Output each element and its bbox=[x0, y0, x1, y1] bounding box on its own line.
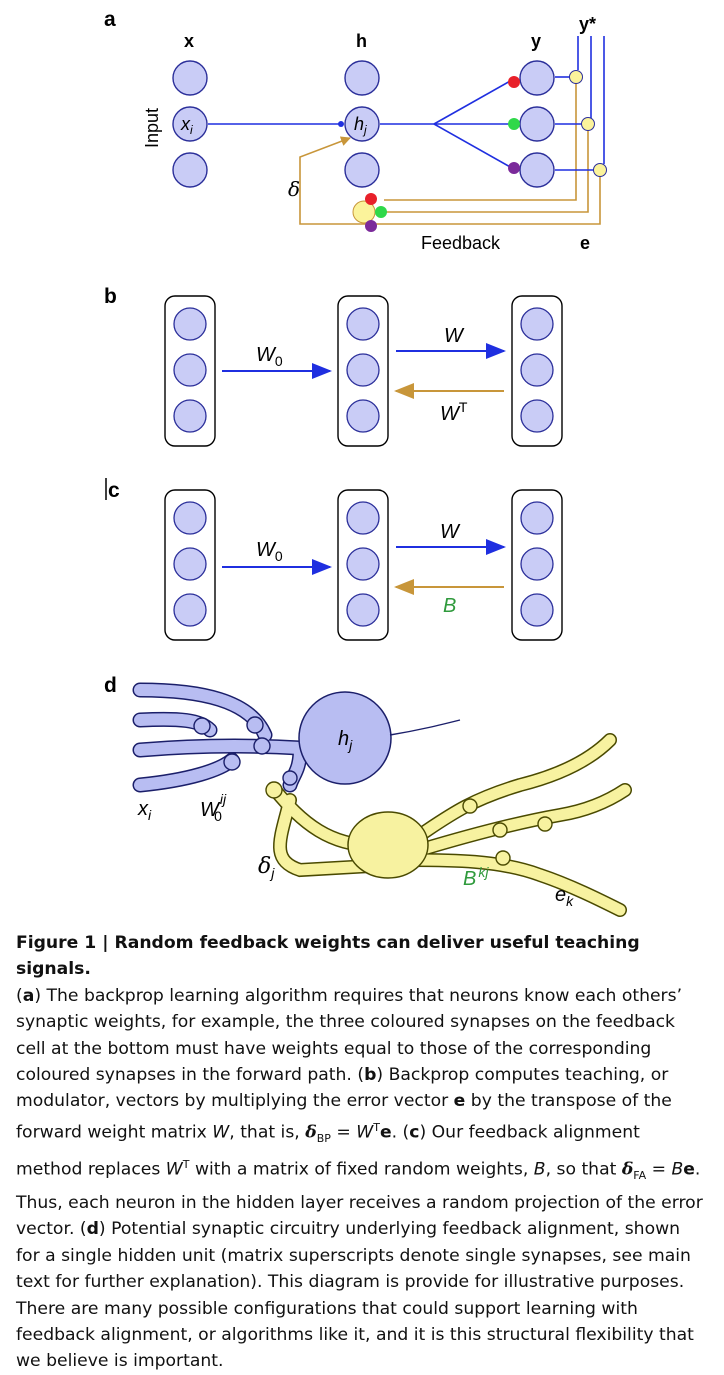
feedback-boutons bbox=[265, 781, 553, 866]
neuron-xi bbox=[172, 106, 208, 142]
w-label-b: W bbox=[444, 325, 465, 347]
caption-d: Potential synaptic circuitry underlying … bbox=[16, 1219, 694, 1372]
neuron-y3 bbox=[519, 152, 555, 188]
caption-c4: = bbox=[646, 1160, 672, 1181]
caption-b-w2: W bbox=[356, 1122, 374, 1143]
col-y-label: y bbox=[531, 31, 541, 51]
input-label: Input bbox=[142, 108, 162, 148]
layer-y bbox=[519, 60, 555, 188]
synapse-green-forward bbox=[508, 118, 520, 130]
feedback-neuron-body bbox=[347, 811, 429, 879]
feedback-lines bbox=[299, 77, 601, 225]
target-lines bbox=[555, 36, 605, 171]
forward-neuron-dendrites bbox=[132, 682, 308, 793]
panel-c: c W0 W B bbox=[105, 478, 563, 641]
synapse-green-feedback bbox=[375, 206, 387, 218]
panel-b-label: b bbox=[104, 285, 117, 308]
node-xi-label: xi bbox=[180, 114, 193, 137]
caption-b1: Backprop computes teaching, or modulator… bbox=[16, 1065, 669, 1112]
caption-b-w: W bbox=[212, 1122, 230, 1143]
caption-c5: . Thus, each neuron in the hidden layer … bbox=[16, 1160, 703, 1240]
figure-1-diagram: a x h y y* Input bbox=[104, 8, 632, 917]
neuron-y2 bbox=[519, 106, 555, 142]
caption-tag-c: c bbox=[409, 1122, 420, 1143]
caption-title: Figure 1 | Random feedback weights can d… bbox=[16, 933, 640, 980]
node-hj-label: hj bbox=[354, 114, 367, 137]
caption-text: Figure 1 | Random feedback weights can d… bbox=[16, 933, 703, 1372]
synapse-red-forward bbox=[508, 76, 520, 88]
layer-h bbox=[344, 60, 380, 188]
caption-c3: , so that bbox=[545, 1160, 622, 1181]
comparator-3 bbox=[593, 163, 607, 177]
caption-c-fa: FA bbox=[633, 1169, 647, 1183]
synapse-red-feedback bbox=[365, 193, 377, 205]
caption-b-t: T bbox=[373, 1120, 380, 1134]
axon-out bbox=[389, 719, 461, 736]
forward-boutons bbox=[193, 716, 298, 786]
col-x-label: x bbox=[184, 31, 194, 51]
neuron-x3 bbox=[172, 152, 208, 188]
caption-b2: by the transpose of the forward weight m… bbox=[16, 1091, 672, 1143]
caption-c-delta: δ bbox=[621, 1160, 634, 1181]
layer-x bbox=[172, 60, 208, 188]
caption-b4: = bbox=[330, 1122, 357, 1143]
caption-tag-a: a bbox=[22, 985, 35, 1006]
w0-label-b: W0 bbox=[256, 344, 283, 369]
comparator-1 bbox=[569, 70, 583, 84]
synapse-purple-forward bbox=[508, 162, 520, 174]
caption-c-e: e bbox=[683, 1160, 695, 1181]
neuron-hj bbox=[344, 106, 380, 142]
forward-synapse-dot bbox=[338, 121, 344, 127]
caption-c-b: B bbox=[533, 1160, 546, 1181]
caption-c-t: T bbox=[182, 1158, 190, 1172]
caption-b-bp: BP bbox=[316, 1132, 331, 1146]
panel-c-label: c bbox=[108, 479, 120, 502]
hidden-neuron-body bbox=[298, 691, 392, 785]
delta-label: δ bbox=[288, 177, 300, 201]
neuron-h3 bbox=[344, 152, 380, 188]
caption-b5: . bbox=[391, 1122, 403, 1143]
caption-tag-b: b bbox=[364, 1065, 377, 1086]
synapse-purple-feedback bbox=[365, 220, 377, 232]
neuron-h1 bbox=[344, 60, 380, 96]
feedback-neuron-dendrites bbox=[268, 733, 632, 917]
deltaj-label-d: δj bbox=[258, 854, 275, 881]
w-label-c: W bbox=[440, 521, 461, 543]
caption-tag-d: d bbox=[86, 1219, 99, 1240]
caption-c-w: W bbox=[165, 1160, 183, 1181]
panel-b: b W0 W WT bbox=[104, 285, 563, 447]
caption-a: The backprop learning algorithm requires… bbox=[16, 985, 683, 1086]
neurons-b bbox=[173, 307, 554, 433]
caption-b-e: e bbox=[453, 1091, 466, 1112]
neuron-x1 bbox=[172, 60, 208, 96]
forward-connections bbox=[208, 79, 513, 169]
panel-d-label: d bbox=[104, 674, 117, 697]
error-e-label: e bbox=[580, 233, 590, 253]
panel-a: a x h y y* Input bbox=[104, 8, 607, 253]
panel-d: d bbox=[104, 674, 632, 917]
panel-a-label: a bbox=[104, 8, 116, 31]
neurons-c bbox=[173, 501, 554, 627]
caption-c2: with a matrix of fixed random weights, bbox=[189, 1160, 534, 1181]
comparator-nodes bbox=[569, 70, 607, 177]
caption-b-e2: e bbox=[379, 1122, 392, 1143]
col-ystar-label: y* bbox=[579, 14, 596, 34]
ek-label-d: ek bbox=[555, 884, 574, 909]
comparator-2 bbox=[581, 117, 595, 131]
caption-b3: , that is, bbox=[229, 1122, 306, 1143]
b-label-c: B bbox=[443, 595, 456, 617]
w0-label-c: W0 bbox=[256, 539, 283, 564]
neuron-y1 bbox=[519, 60, 555, 96]
feedback-label: Feedback bbox=[421, 233, 501, 253]
col-h-label: h bbox=[356, 31, 367, 51]
wt-label-b: WT bbox=[440, 399, 468, 425]
caption-c1: Our feedback alignment method replaces bbox=[16, 1122, 640, 1181]
hj-label-d: hj bbox=[338, 728, 353, 753]
caption-b-delta: δ bbox=[305, 1122, 317, 1143]
caption-c-b2: B bbox=[671, 1160, 684, 1181]
xi-label-d: xi bbox=[137, 798, 152, 823]
figure-caption: Figure 1 | Random feedback weights can d… bbox=[16, 930, 706, 1375]
